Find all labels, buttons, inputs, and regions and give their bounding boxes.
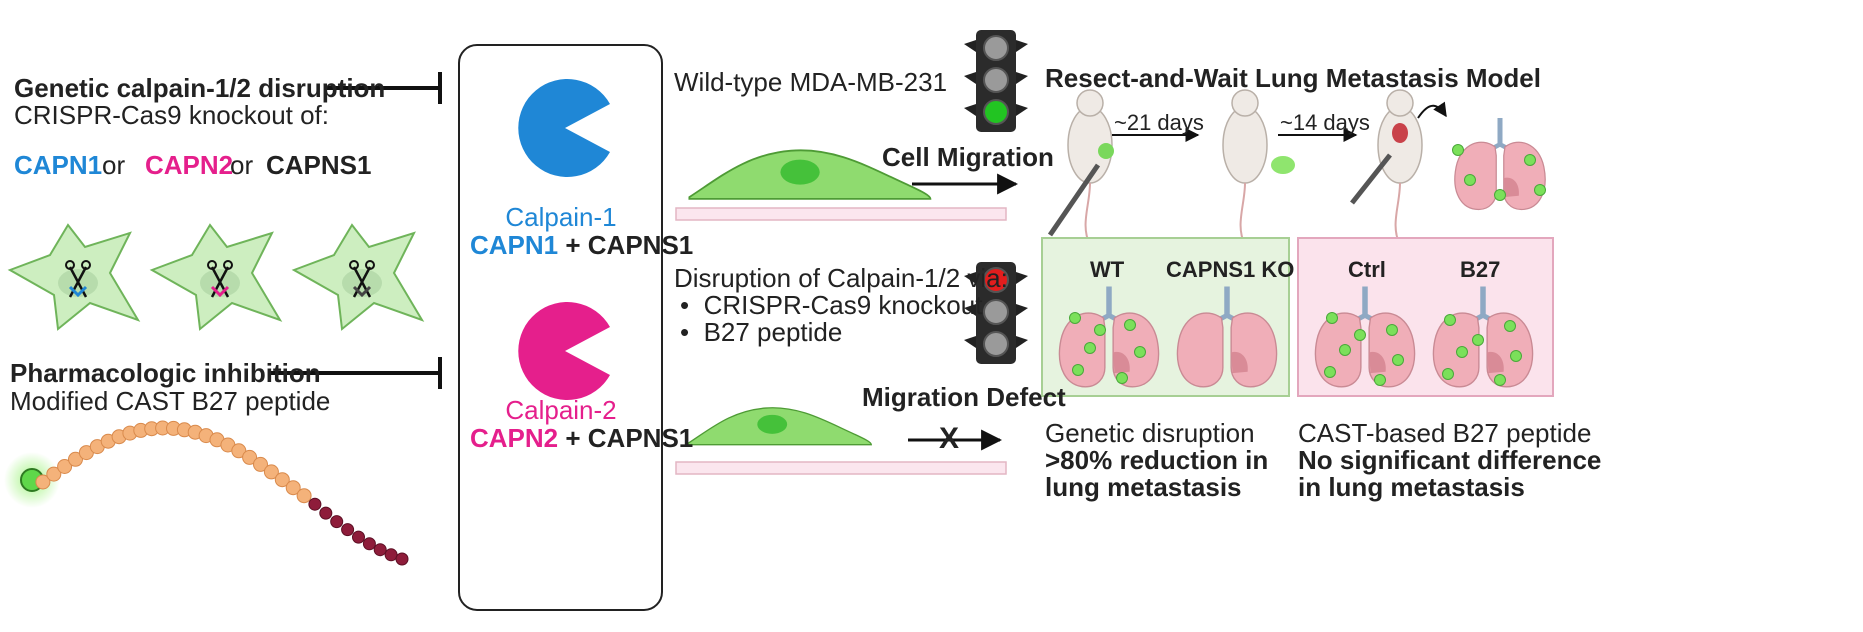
metastasis-spot — [1124, 319, 1136, 331]
genetic-disruption-subtitle: CRISPR-Cas9 knockout of: — [14, 100, 330, 130]
metastasis-spot — [1084, 342, 1096, 354]
plus-sign: + — [558, 230, 588, 260]
peptide-bead — [296, 488, 312, 504]
calpain2-composition: CAPN2 + CAPNS1 — [470, 423, 693, 453]
metastasis-spot — [1534, 184, 1546, 196]
peptide-bead — [231, 443, 247, 459]
wildtype-label: Wild-type MDA-MB-231 — [674, 67, 948, 97]
peptide-bead — [68, 451, 83, 467]
calpain2-gene-b: CAPNS1 — [587, 423, 694, 453]
defective-cell — [687, 406, 873, 446]
peptide-bead — [395, 552, 409, 566]
metastasis-spot — [1494, 374, 1506, 386]
genetic-result-label: Genetic disruption — [1045, 418, 1255, 448]
peptide-bead — [35, 474, 51, 490]
genetic-disruption-title: Genetic calpain-1/2 disruption — [14, 73, 386, 103]
peptide-bead — [242, 449, 258, 465]
capn1-label: CAPN1 — [14, 150, 103, 180]
metastasis-spot — [1386, 324, 1398, 336]
cell-migration-label: Cell Migration — [882, 142, 1054, 172]
blocked-x-mark: X — [939, 422, 960, 455]
knockout-cells — [7, 223, 425, 331]
metastasis-spot — [1134, 346, 1146, 358]
metastasis-spot — [1374, 374, 1386, 386]
ctrl-label: Ctrl — [1348, 257, 1386, 282]
peptide-bead — [308, 497, 322, 511]
metastasis-spot — [1524, 154, 1536, 166]
days-14-label: ~14 days — [1280, 110, 1370, 135]
metastasis-spot — [1069, 312, 1081, 324]
metastasis-spot — [1494, 189, 1506, 201]
peptide-bead — [352, 530, 365, 544]
metastasis-spot — [1354, 329, 1366, 341]
migration-defect-label: Migration Defect — [862, 382, 1066, 412]
peptide-bead — [274, 472, 290, 488]
disruption-bullet-2: • B27 peptide — [680, 317, 843, 347]
capn2-label: CAPN2 — [145, 150, 234, 180]
bullet-text: B27 peptide — [703, 317, 843, 347]
peptide-bead — [330, 515, 344, 529]
metastasis-spot — [1094, 324, 1106, 336]
calpain2-gene-a: CAPN2 — [470, 423, 559, 453]
calpain1-icon — [518, 79, 610, 177]
cast-result-label: CAST-based B27 peptide — [1298, 418, 1592, 448]
pharmacologic-inhibition-subtitle: Modified CAST B27 peptide — [10, 386, 331, 416]
genetic-result-line-2: lung metastasis — [1045, 472, 1242, 502]
metastasis-spot — [1504, 320, 1516, 332]
metastasis-spot — [1339, 344, 1351, 356]
metastasis-spot — [1392, 354, 1404, 366]
peptide-bead — [285, 480, 301, 496]
peptide-bead — [57, 459, 73, 474]
b27-label: B27 — [1460, 257, 1501, 282]
model-title: Resect-and-Wait Lung Metastasis Model — [1045, 63, 1541, 93]
or-label: or — [102, 150, 126, 180]
metastasis-spot — [1456, 346, 1468, 358]
capns1-ko-label: CAPNS1 KO — [1166, 257, 1295, 282]
peptide-bead — [319, 506, 333, 520]
mouse-timeline — [1047, 89, 1546, 246]
metastasis-spot — [1326, 312, 1338, 324]
metastasis-spot — [1510, 350, 1522, 362]
metastasis-spot — [1464, 174, 1476, 186]
metastasis-spot — [1324, 366, 1336, 378]
metastasis-spot — [1116, 372, 1128, 384]
bullet-text: CRISPR-Cas9 knockout — [703, 290, 983, 320]
peptide-bead — [341, 523, 355, 537]
peptide-bead — [373, 543, 387, 557]
wt-label: WT — [1090, 257, 1125, 282]
metastasis-spot — [1444, 314, 1456, 326]
peptide-bead — [46, 466, 62, 482]
peptide-bead — [263, 464, 279, 480]
days-21-label: ~21 days — [1114, 110, 1204, 135]
peptide-bead — [253, 456, 268, 472]
peptide-bead — [362, 537, 376, 551]
metastasis-spot — [1472, 334, 1484, 346]
cast-result-line-2: in lung metastasis — [1298, 472, 1525, 502]
peptide-bead — [384, 548, 398, 562]
metastasis-spot — [1452, 144, 1464, 156]
calpain2-name: Calpain-2 — [505, 395, 617, 425]
capns1-label: CAPNS1 — [266, 150, 372, 180]
calpain2-icon — [518, 302, 610, 400]
or-label: or — [230, 150, 254, 180]
cast-result-line-1: No significant difference — [1298, 445, 1602, 475]
disruption-title: Disruption of Calpain-1/2 via: — [674, 263, 1008, 293]
calpain1-name: Calpain-1 — [505, 202, 617, 232]
b27-peptide-chain — [4, 420, 409, 566]
traffic-light-green-icon — [964, 30, 1028, 132]
calpain1-gene-b: CAPNS1 — [587, 230, 694, 260]
metastasis-spot — [1072, 364, 1084, 376]
pharmacologic-inhibition-title: Pharmacologic inhibition — [10, 358, 321, 388]
calpain1-gene-a: CAPN1 — [470, 230, 559, 260]
genetic-result-line-1: >80% reduction in — [1045, 445, 1269, 475]
calpain1-composition: CAPN1 + CAPNS1 — [470, 230, 693, 260]
plus-sign: + — [558, 423, 588, 453]
traffic-light-red-icon — [964, 262, 1028, 364]
disruption-bullet-1: • CRISPR-Cas9 knockout — [680, 290, 983, 320]
metastasis-spot — [1442, 368, 1454, 380]
